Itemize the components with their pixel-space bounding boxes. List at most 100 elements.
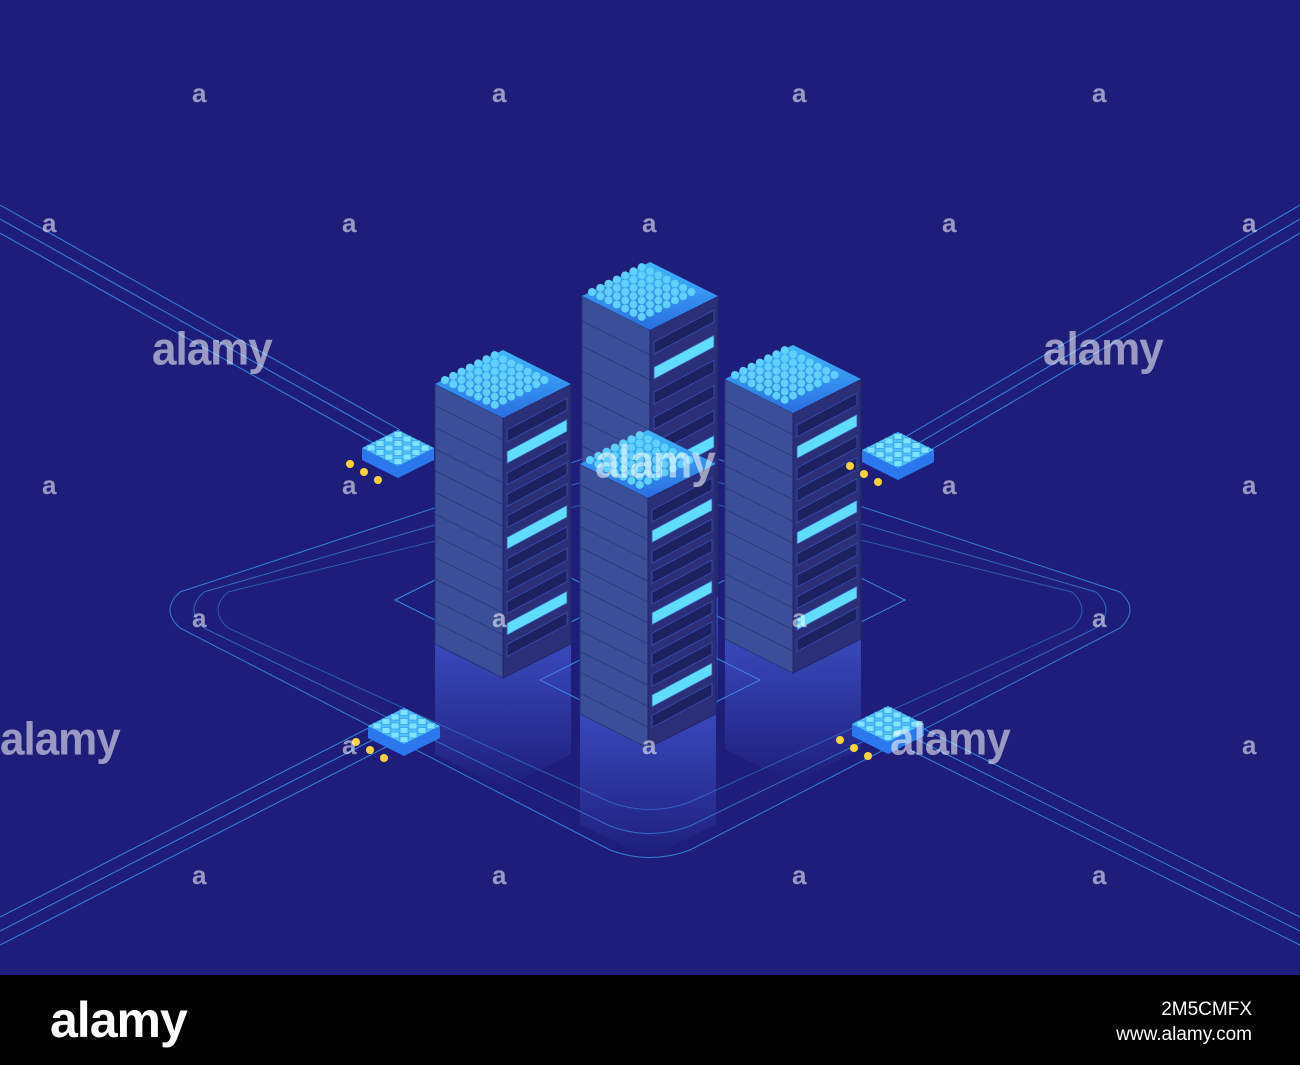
rack-top-dot [596,283,605,292]
rack-side-line [724,595,794,631]
chip-cell [381,727,391,734]
rack-top-dot [637,288,646,296]
rack-top-dot [490,392,499,401]
rack-top-dot [789,350,797,359]
connector-node [374,476,382,484]
watermark-icon: a [1242,730,1257,760]
rack-top-dot [764,371,773,379]
rack-top-dot [457,367,466,376]
rack-top-dot [635,431,644,440]
server-unit [651,580,713,626]
rack-side-line [579,651,649,686]
server-rack [434,350,572,788]
rack-top-dot [660,468,669,477]
footer-logo: alamy [50,992,188,1048]
chip-cell [865,716,875,723]
chip-cell [866,446,876,454]
rack-side-line [579,630,649,666]
rack-top-dot [830,371,839,379]
rack-top-dot [523,384,532,393]
rack-top-dot [610,451,619,460]
rack-side-line [724,551,794,587]
server-unit [651,477,713,523]
circuit-line [0,744,391,946]
circuit-line [909,749,1300,946]
chip-cell [911,451,921,458]
rack-top-dot [637,296,646,305]
rack-top-dot [482,388,491,397]
rack-top-dot [646,308,654,317]
rack-top-dot [731,371,739,379]
server-unit [651,621,713,667]
circuit-line [899,218,1300,455]
rack-top-dot [507,392,516,401]
rack-top-dot [805,366,814,375]
rack-side-line [724,443,794,479]
rack-side-line [434,491,504,527]
chip-cell [408,722,418,730]
chip-top [362,430,434,466]
rack-side-line [724,421,794,457]
chip-cell [874,729,884,737]
watermark-icon: a [42,208,57,238]
rack-top-dot [662,292,671,301]
rack-top-dot [772,391,781,400]
rack-top-dot [687,288,696,296]
rack-top-dot [679,292,688,301]
rack-top-dot [499,380,507,389]
chip-cell [372,722,382,730]
rack-top-dot [465,388,474,397]
rack-side-line [724,400,794,436]
connector-node [850,744,858,752]
rack-top-dot [797,362,806,371]
chip-cell [893,460,903,467]
rack-top-dot [813,379,822,388]
rack-top-dot [646,292,654,301]
rack-top-dot [668,464,677,473]
cpu-chips [346,430,934,762]
rack-side-line [724,486,794,522]
rack-top-dot [644,468,652,477]
rack-side-line [434,448,504,484]
rack-top-dot [515,388,524,397]
rack-top-dot [627,451,636,460]
rack-top-dot [490,376,499,384]
chip-cell [393,431,403,438]
server-unit [651,559,713,605]
server-unit [796,542,858,588]
rack-top-dot [629,267,638,276]
rack-top-dot [747,362,756,371]
rack-top-dot [652,472,661,481]
rack-top-dot [772,375,781,384]
rack-top-dot [780,371,789,379]
connector-node [864,752,872,760]
server-unit [796,563,858,610]
rack-top-dot [652,447,661,456]
rack-side-line [724,530,794,566]
chip-cell [390,722,400,730]
rack-top-dot [637,304,646,313]
chip-cell [384,453,394,461]
rack-top-dot [662,275,671,284]
rack-top-dot [660,451,669,460]
connector-node [846,462,854,470]
rack-top-dot [629,292,638,301]
rack-top-dot [621,304,630,313]
rack-top-dot [652,439,661,448]
rack-top-dot [797,354,806,363]
rack-top-dot [629,275,638,284]
rack-top-dot [612,292,621,301]
watermark-icon: a [642,730,657,760]
rack-top-dot [755,375,764,384]
server-unit [651,600,713,646]
watermark-icon: a [1092,860,1107,890]
rack-side-line [581,345,651,381]
rack-side-line [434,535,504,571]
rack-top-dot [482,355,491,364]
rack-reflection [435,644,571,788]
server-unit [796,413,858,460]
cpu-chip [352,708,440,762]
watermark-icon: a [1092,603,1107,633]
connector-node [380,754,388,762]
rack-top-dot [532,371,541,380]
